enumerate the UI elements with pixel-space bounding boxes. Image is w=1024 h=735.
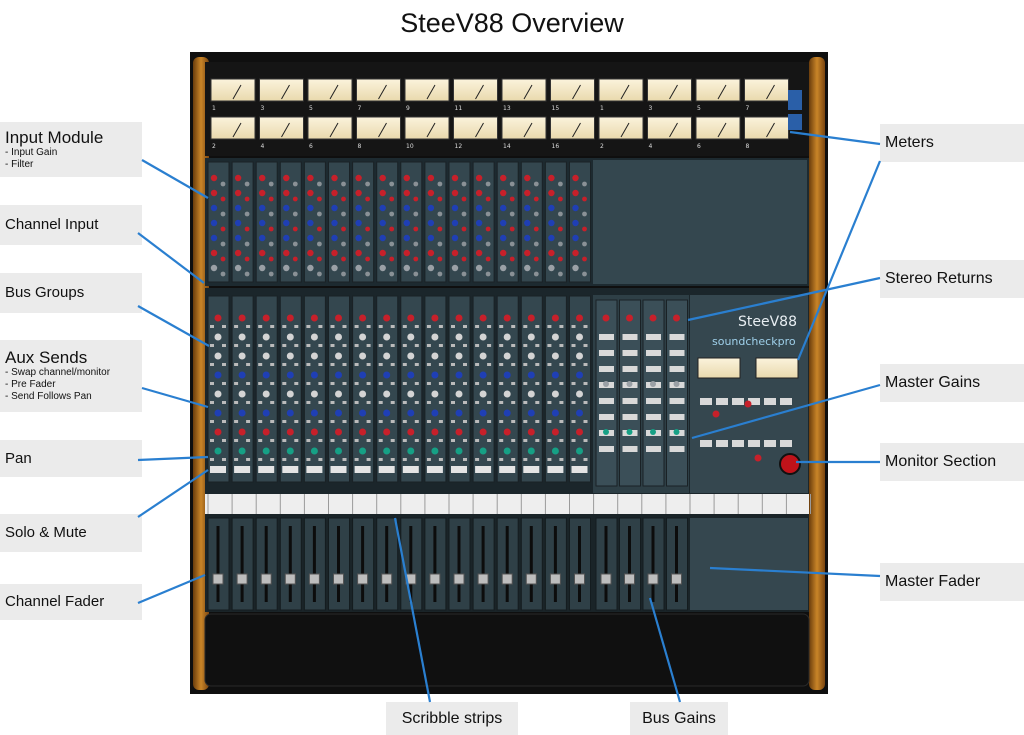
vu-meter [210,116,256,140]
meter-number: 3 [649,105,653,112]
vu-meter [453,78,498,102]
channel-strips [207,295,591,483]
vu-meter [404,78,450,102]
callout-label: Scribble strips [386,702,518,735]
vu-meter [404,116,450,140]
vu-meter [501,116,547,140]
vu-meter [356,116,401,140]
callout-label: Pan [0,440,142,477]
callout-label: Bus Groups [0,273,142,313]
callout-subitem: - Filter [5,158,34,170]
meter-number: 2 [212,143,216,150]
meter-number: 5 [309,105,313,112]
meter-number: 16 [552,143,560,150]
stereo-return-strips [595,299,688,487]
meter-number: 1 [212,105,216,112]
meter-number: 7 [358,105,362,112]
meter-number: 9 [406,105,410,112]
scribble-strips [207,494,811,514]
callout-label: Master Fader [880,563,1024,601]
meter-number: 2 [600,143,604,150]
callout-title: Stereo Returns [885,270,993,287]
meter-number: 6 [697,143,701,150]
callout-title: Scribble strips [401,709,503,727]
vu-meter [550,116,595,140]
callout-label: Stereo Returns [880,260,1024,298]
vu-meter [744,78,789,102]
meter-number: 4 [261,143,265,150]
vu-meter [598,116,644,140]
vu-meter [744,116,789,140]
vu-meter [501,78,547,102]
meter-number: 6 [309,143,313,150]
meter-number: 1 [600,105,604,112]
meter-number: 13 [503,105,511,112]
vu-meter [307,116,353,140]
callout-subitem: - Pre Fader [5,379,56,390]
meter-number: 8 [358,143,362,150]
vu-meter [453,116,498,140]
callout-title: Channel Input [5,216,99,233]
vu-meter [259,116,304,140]
callout-subitem: - Send Follows Pan [5,391,92,402]
vu-meter [598,78,644,102]
callout-label: Master Gains [880,364,1024,402]
callout-title: Meters [885,134,934,151]
input-module-strips [207,161,591,283]
vu-meter [356,78,401,102]
callout-label: Solo & Mute [0,514,142,552]
meter-number: 15 [552,105,560,112]
callout-title: Bus Gains [642,709,716,727]
callout-label: Channel Input [0,205,142,245]
meter-number: 10 [406,143,414,150]
callout-title: Solo & Mute [5,524,87,541]
meter-number: 14 [503,143,511,150]
callout-label: Channel Fader [0,584,142,620]
callout-label: Meters [880,124,1024,162]
meter-number: 12 [455,143,463,150]
callout-subitem: - Swap channel/monitor [5,367,111,378]
callout-title: Master Fader [885,573,981,590]
callout-title: Aux Sends [5,348,88,367]
meter-number: 3 [261,105,265,112]
vu-meter [647,116,692,140]
meter-number: 4 [649,143,653,150]
vu-meter [695,116,741,140]
callout-title: Monitor Section [885,453,997,470]
fader-strips [207,517,710,611]
callout-label: Monitor Section [880,443,1024,481]
callout-title: Input Module [5,127,104,147]
meter-number: 7 [746,105,750,112]
callout-title: Channel Fader [5,593,105,610]
vu-meter [647,78,692,102]
callout-title: Bus Groups [5,284,85,301]
meter-number: 5 [697,105,701,112]
vu-meter [307,78,353,102]
diagram-title: SteeV88 Overview [400,8,624,38]
console-brand: SteeV88 [738,314,797,330]
callout-label: Input Module- Input Gain- Filter [0,122,142,177]
callout-label: Aux Sends- Swap channel/monitor- Pre Fad… [0,340,142,412]
monitor-knob [779,453,801,475]
callout-title: Master Gains [885,374,981,391]
console-sub-brand: soundcheckpro [712,335,796,348]
meter-number: 11 [455,105,463,112]
meter-number: 8 [746,143,750,150]
callout-subitem: - Input Gain [5,146,58,158]
vu-meter [259,78,304,102]
vu-meter [210,78,256,102]
callout-label: Bus Gains [630,702,728,735]
vu-meter [695,78,741,102]
callout-title: Pan [5,449,32,467]
vu-meter [550,78,595,102]
